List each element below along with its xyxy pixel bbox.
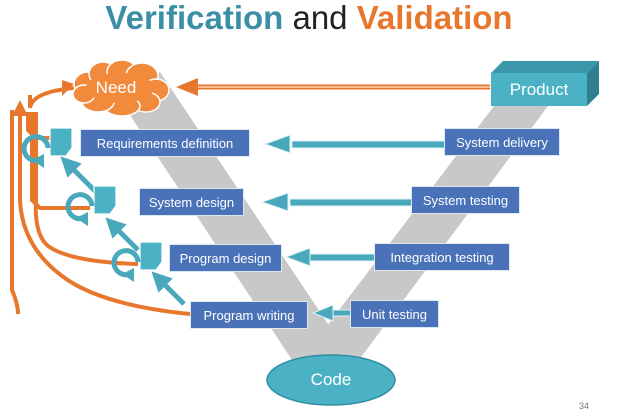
code-ellipse <box>266 354 396 406</box>
step-integration-testing: Integration testing <box>374 243 510 271</box>
product-box: Product <box>491 73 587 106</box>
document-icon <box>49 127 73 157</box>
step-system-delivery: System delivery <box>444 128 560 156</box>
teal-arrows-diagonal <box>60 156 186 306</box>
feedback-arrowheads <box>12 80 74 116</box>
title-validation: Validation <box>356 0 513 36</box>
title-and: and <box>283 0 357 36</box>
step-unit-testing: Unit testing <box>350 300 439 328</box>
document-icon <box>139 241 163 271</box>
arrow-product-to-need <box>176 78 490 96</box>
code-label: Code <box>310 370 352 389</box>
need-label: Need <box>95 78 137 97</box>
step-system-testing: System testing <box>411 186 520 214</box>
step-program-design: Program design <box>169 244 282 272</box>
product-side-face <box>587 61 599 106</box>
slide-title: Verification and Validation <box>0 0 618 38</box>
curved-arrow-heads <box>32 154 134 282</box>
validation-feedback-arrows <box>10 86 191 316</box>
step-system-design: System design <box>139 188 244 216</box>
step-program-writing: Program writing <box>190 301 308 329</box>
page-number: 34 <box>579 401 590 411</box>
need-cloud-fill <box>86 73 154 103</box>
document-icons <box>49 127 163 271</box>
title-verification: Verification <box>105 0 284 36</box>
product-top-face <box>491 61 599 73</box>
document-icon <box>93 185 117 215</box>
teal-arrows-horizontal <box>260 134 446 322</box>
step-requirements-definition: Requirements definition <box>80 129 250 157</box>
